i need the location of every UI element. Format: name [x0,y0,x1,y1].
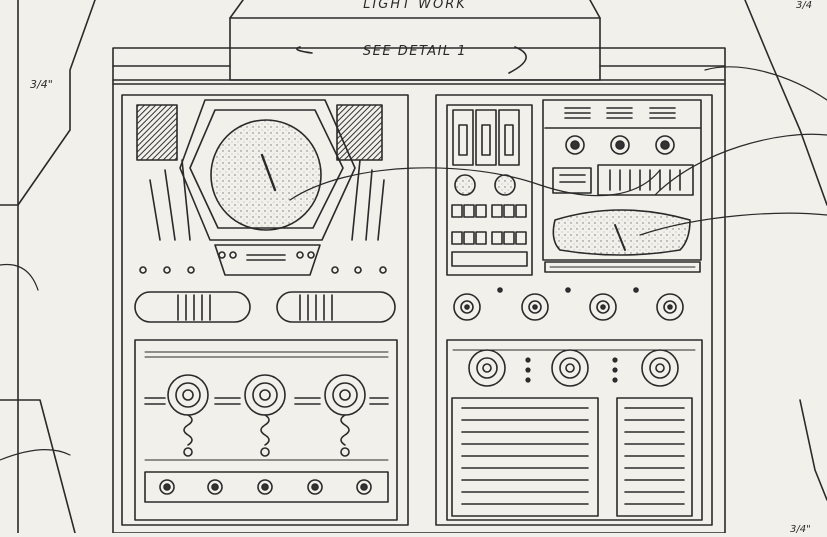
left-lower-section [134,339,398,521]
see-detail-label: SEE DETAIL 1 [363,44,467,59]
right-side-frame [744,0,827,501]
right-mid-dials [453,287,684,321]
console-housing [112,47,726,534]
coil-dial-2 [244,374,286,457]
right-upper-left-section [446,104,533,276]
radar-scope-screen [210,119,322,231]
top-label: LIGHT WORK [363,0,467,12]
left-grip-bars [134,291,396,323]
left-scope-section [136,99,387,276]
right-upper-right-section [542,99,702,273]
top-right-dimension-mark: 3/4 [796,0,812,11]
left-dimension-mark: 3/4" [30,78,53,91]
coil-dial-3 [324,374,366,457]
coil-dial-1 [167,374,209,457]
meter-window [552,209,691,256]
header-detail-box [229,0,601,81]
bottom-right-dimension-mark: 3/4" [790,524,811,533]
callout-leader-lines [0,66,827,461]
right-lower-section [446,339,703,521]
